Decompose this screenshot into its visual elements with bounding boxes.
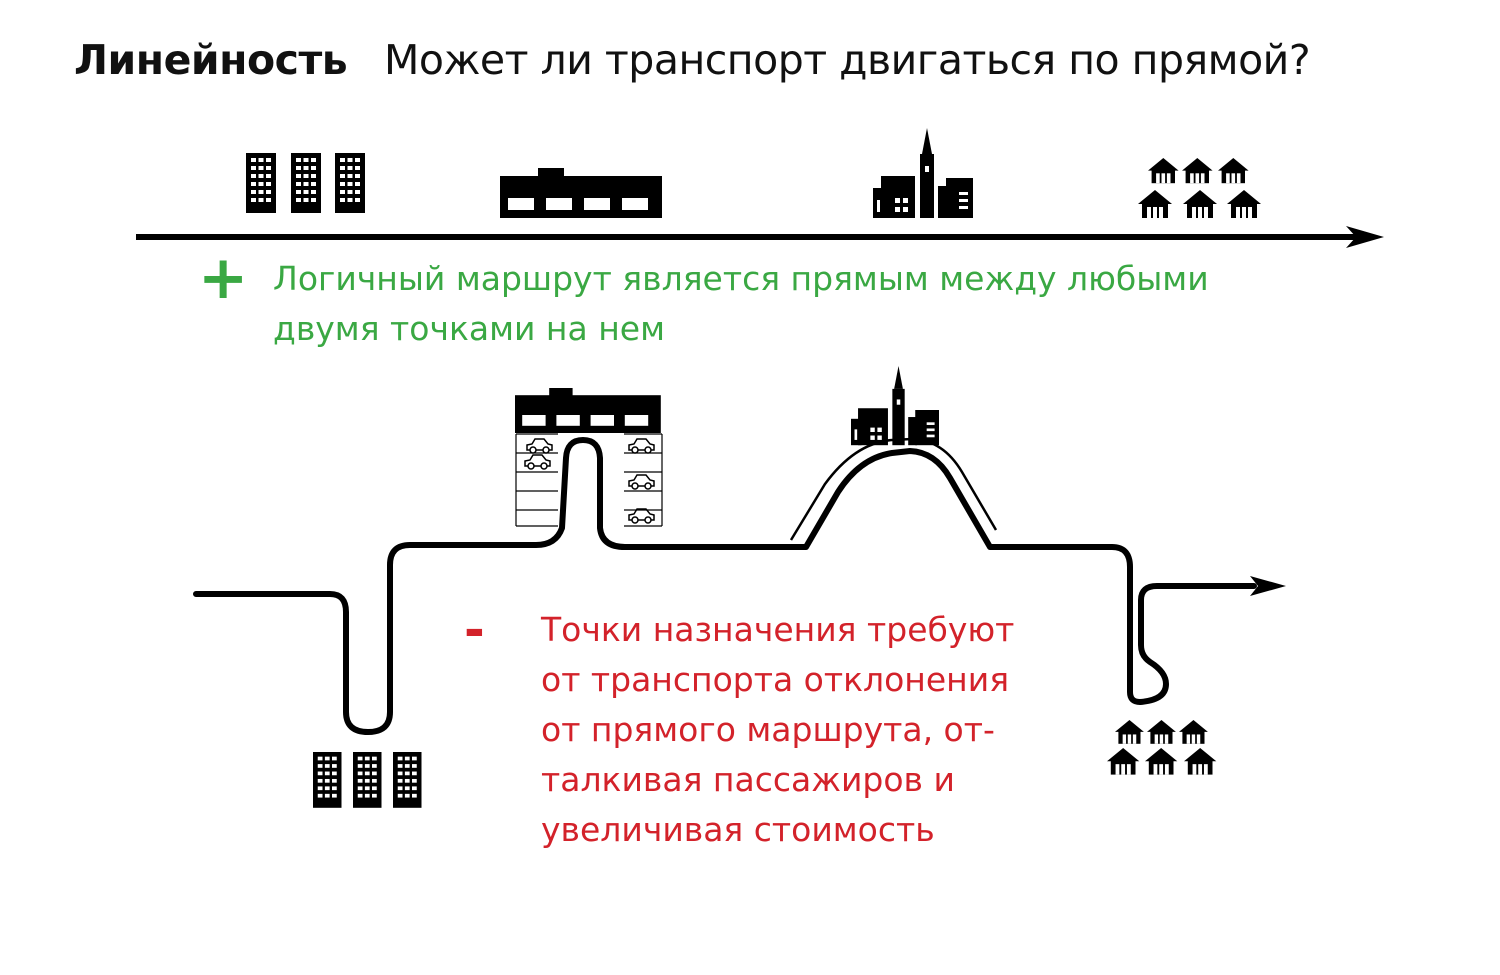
- title-bold: Линейность: [74, 36, 348, 84]
- parking-lot-icon: [515, 433, 663, 527]
- apartment-blocks-icon: [313, 752, 422, 808]
- winding-route-line: [193, 437, 1257, 735]
- arrow-head-icon: [1250, 576, 1286, 596]
- arrow-head-icon: [1346, 226, 1384, 248]
- disadvantage-line: от транспорта отклонения: [541, 660, 1010, 699]
- disadvantage-line: увеличивая стоимость: [541, 810, 935, 849]
- top-icons: [246, 128, 1261, 218]
- city-center-icon: [851, 366, 939, 446]
- disadvantage-line: Точки назначения требуют: [541, 610, 1015, 649]
- disadvantage-line: талкивая пассажиров и: [541, 760, 955, 799]
- disadvantage-text: Точки назначения требуют от транспорта о…: [541, 605, 1061, 855]
- suburb-houses-icon: [1138, 158, 1261, 218]
- suburb-houses-icon: [1107, 720, 1217, 775]
- advantage-text: Логичный маршрут является прямым между л…: [273, 254, 1273, 354]
- minus-mark: -: [464, 601, 485, 659]
- advantage-line: Логичный маршрут является прямым между л…: [273, 259, 1209, 298]
- advantage-line: двумя точками на нем: [273, 309, 665, 348]
- warehouse-icon: [500, 168, 662, 218]
- warehouse-icon: [515, 388, 661, 433]
- disadvantage-line: от прямого маршрута, от-: [541, 710, 995, 749]
- city-center-icon: [873, 128, 973, 218]
- plus-mark: +: [198, 243, 249, 313]
- title-question: Может ли транспорт двигаться по прямой?: [384, 36, 1311, 84]
- apartment-blocks-icon: [246, 153, 365, 213]
- hill-road-icon: [789, 437, 998, 541]
